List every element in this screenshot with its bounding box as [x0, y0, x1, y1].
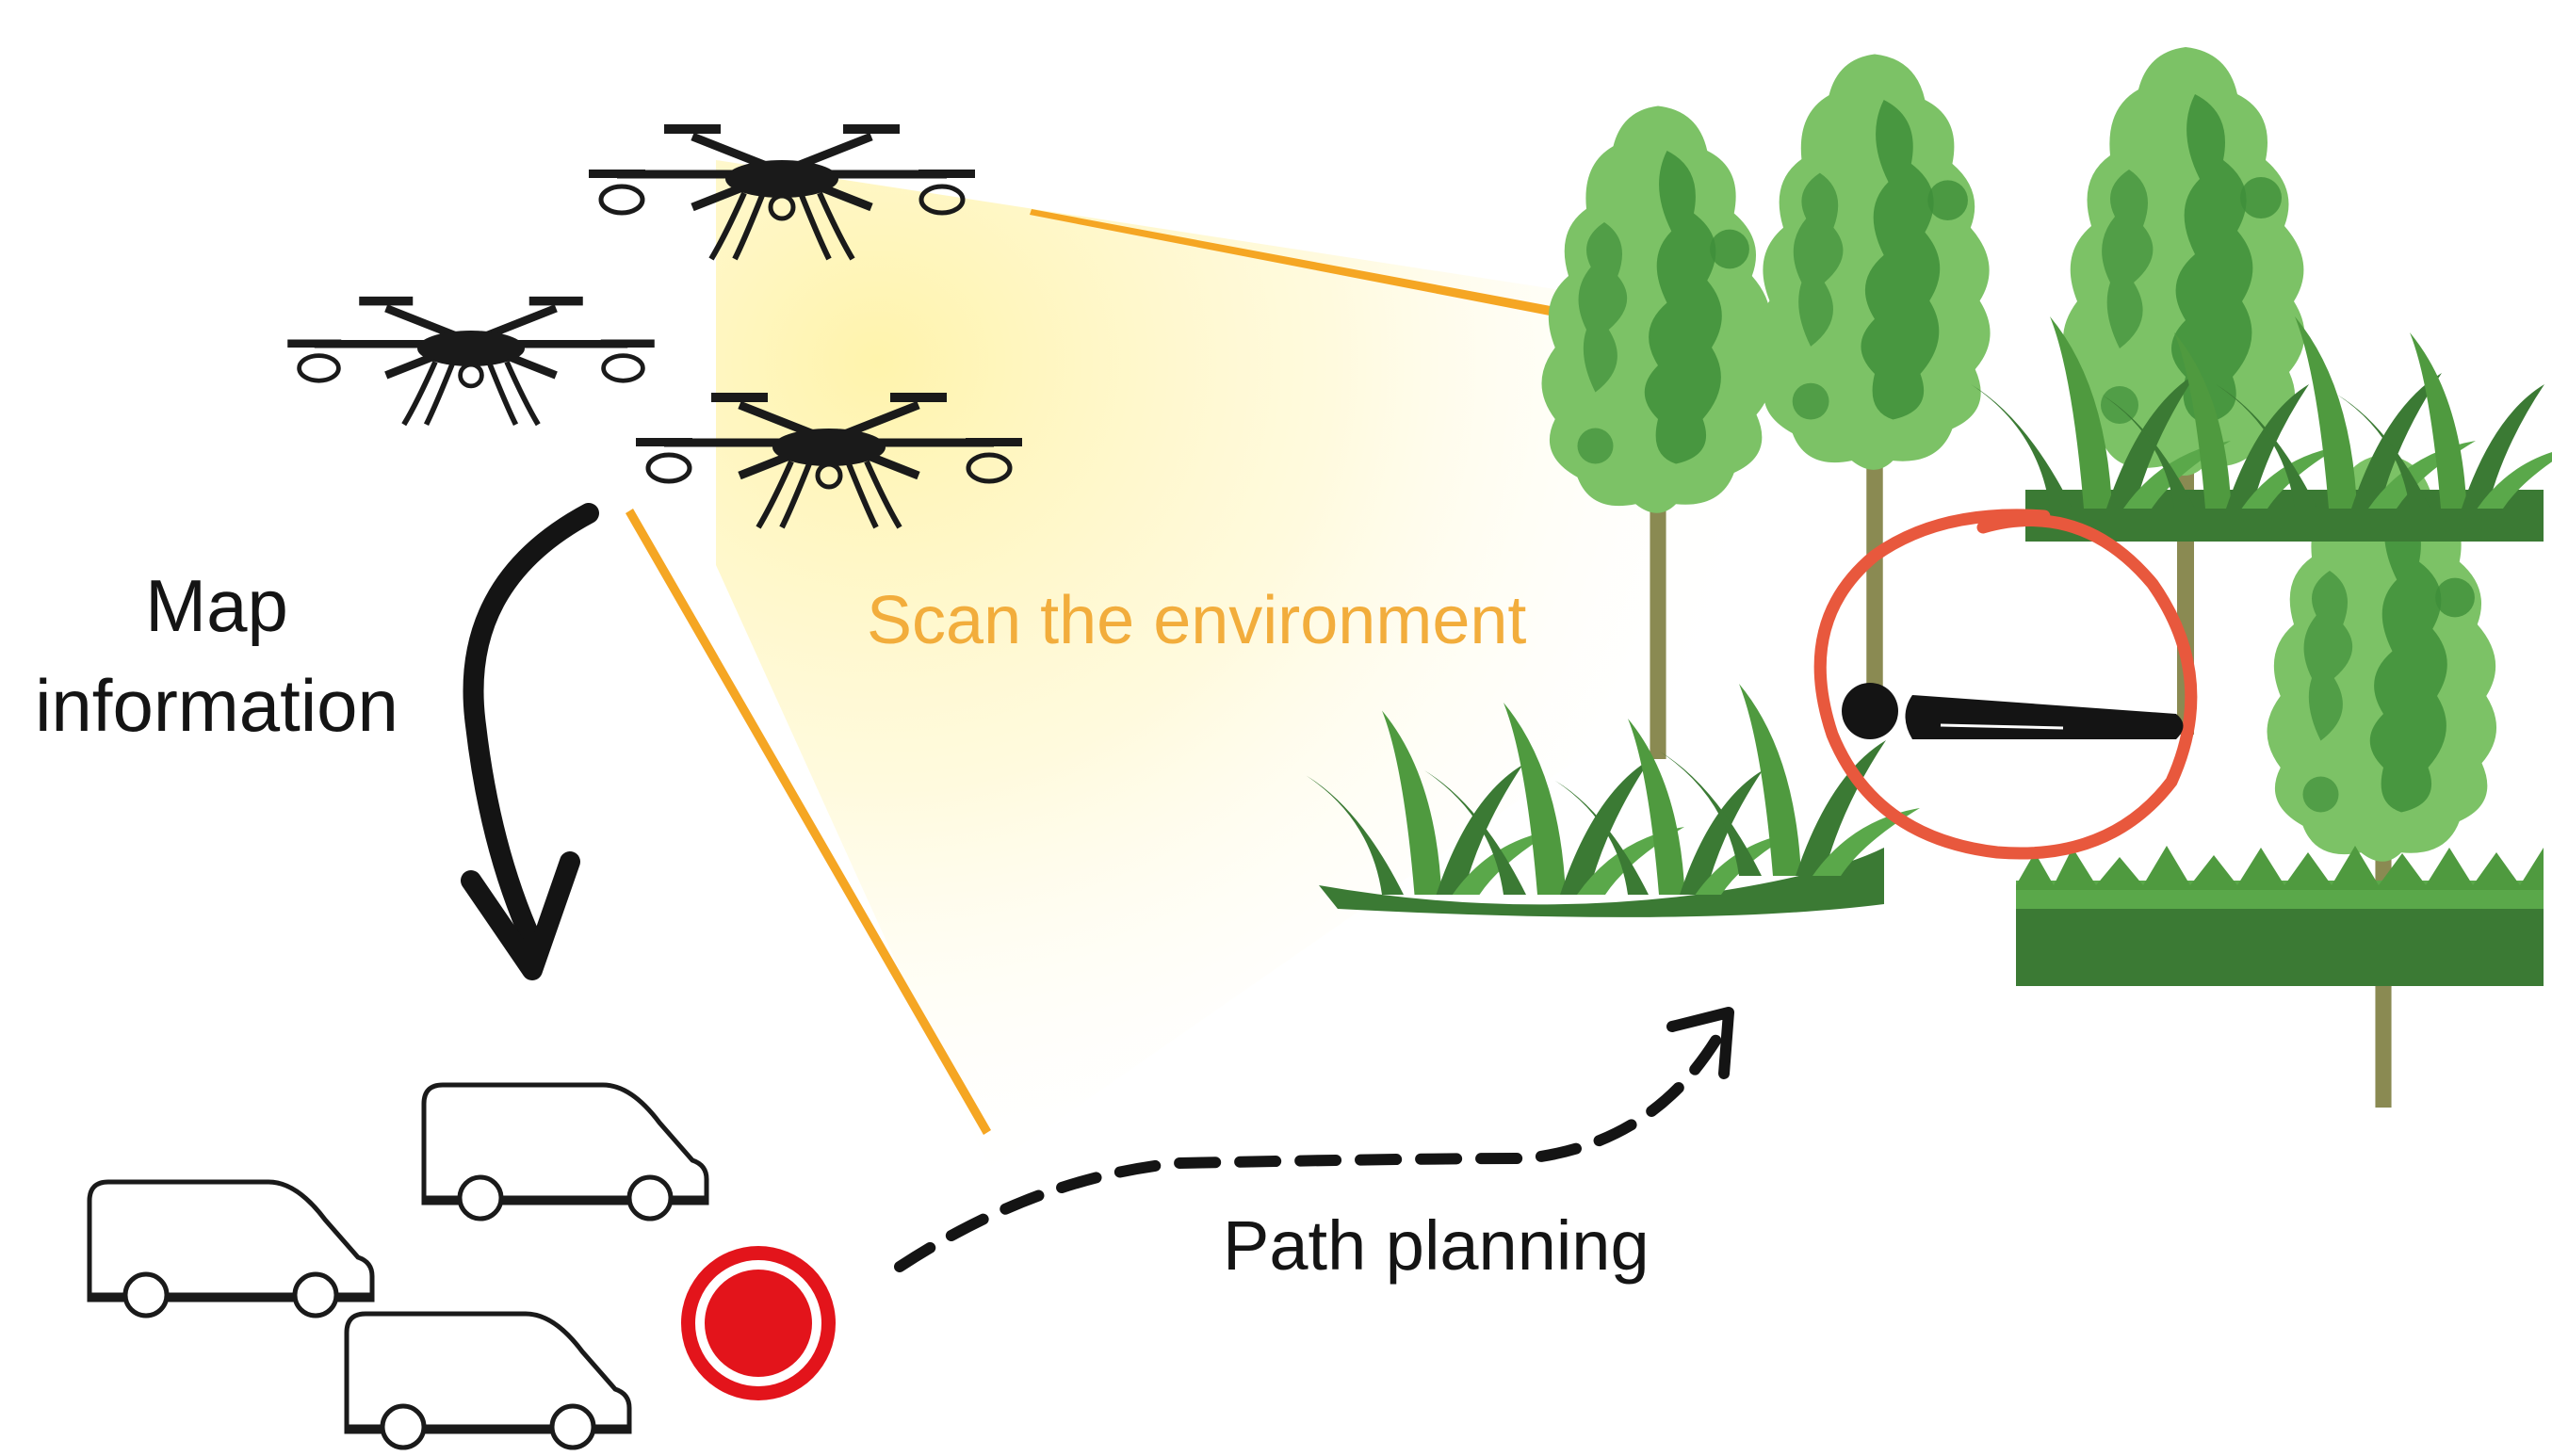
- target-ring: [1813, 509, 2198, 860]
- map-information-label: Map information: [0, 556, 433, 755]
- path-arrow-head: [1666, 1007, 1734, 1079]
- map-arrow: [463, 503, 599, 952]
- van-icon: [347, 1314, 629, 1448]
- scan-glow: [716, 160, 1790, 1168]
- person-lying-icon: [1842, 683, 2184, 739]
- van-icon: [89, 1182, 372, 1316]
- map-label-line1: Map: [145, 564, 288, 647]
- grass-lower: [2016, 846, 2544, 986]
- van-icon: [424, 1085, 707, 1219]
- grass-middle: [1306, 684, 1920, 917]
- tree-icon: [2267, 454, 2497, 1108]
- map-arrow-head: [461, 851, 580, 980]
- base-marker-icon: [681, 1246, 836, 1400]
- drone-icon: [287, 297, 655, 425]
- scan-beam-lower: [626, 509, 991, 1135]
- path-arrow: [894, 1021, 1730, 1272]
- path-planning-label: Path planning: [1223, 1206, 1650, 1285]
- scan-environment-label: Scan the environment: [867, 583, 1527, 658]
- grass-upper: [1971, 316, 2552, 542]
- map-label-line2: information: [35, 664, 398, 747]
- tree-icon: [1755, 54, 1991, 721]
